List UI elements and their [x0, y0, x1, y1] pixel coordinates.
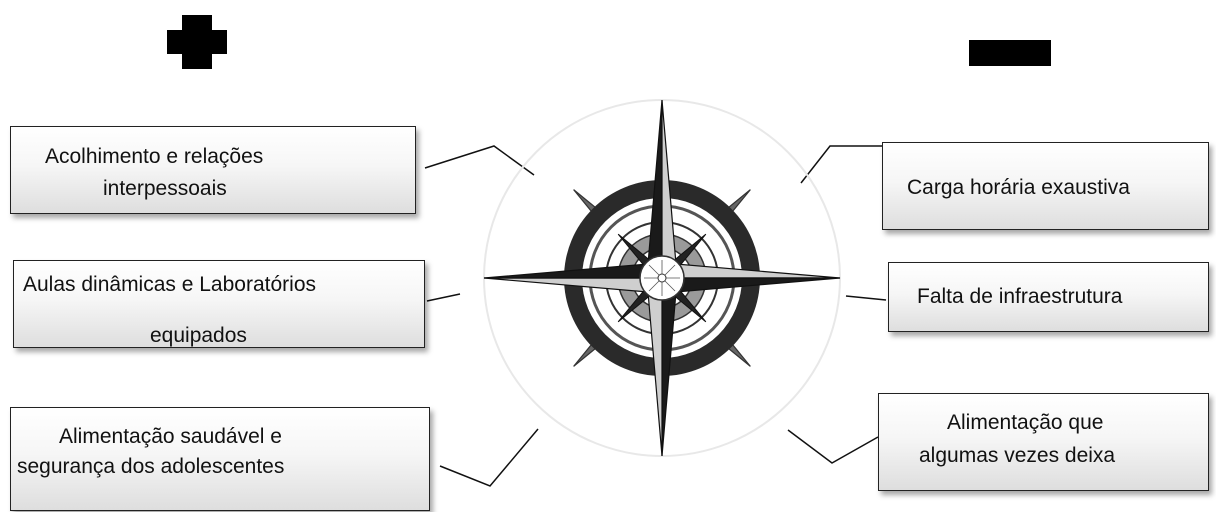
positive-box-2-line2: equipados — [150, 322, 247, 348]
positive-box-1: Acolhimento e relações interpessoais — [10, 126, 416, 214]
negative-box-1-line1: Carga horária exaustiva — [907, 174, 1130, 201]
positive-box-2-line1: Aulas dinâmicas e Laboratórios — [23, 271, 316, 298]
positive-box-3: Alimentação saudável e segurança dos ado… — [10, 407, 430, 511]
negative-box-3: Alimentação que algumas vezes deixa — [878, 393, 1209, 491]
negative-box-3-line2: algumas vezes deixa — [919, 442, 1115, 469]
positive-box-2: Aulas dinâmicas e Laboratórios equipados — [13, 260, 425, 348]
positive-box-1-line1: Acolhimento e relações — [45, 143, 263, 170]
positive-box-3-line2: segurança dos adolescentes — [17, 453, 284, 480]
compass-rose-icon — [462, 78, 862, 478]
negative-box-2: Falta de infraestrutura — [888, 262, 1209, 332]
negative-box-1: Carga horária exaustiva — [882, 142, 1209, 230]
positive-box-1-line2: interpessoais — [103, 175, 227, 202]
negative-box-2-line1: Falta de infraestrutura — [917, 283, 1122, 310]
negative-box-3-line1: Alimentação que — [947, 409, 1103, 436]
positive-box-3-line1: Alimentação saudável e — [59, 423, 282, 450]
